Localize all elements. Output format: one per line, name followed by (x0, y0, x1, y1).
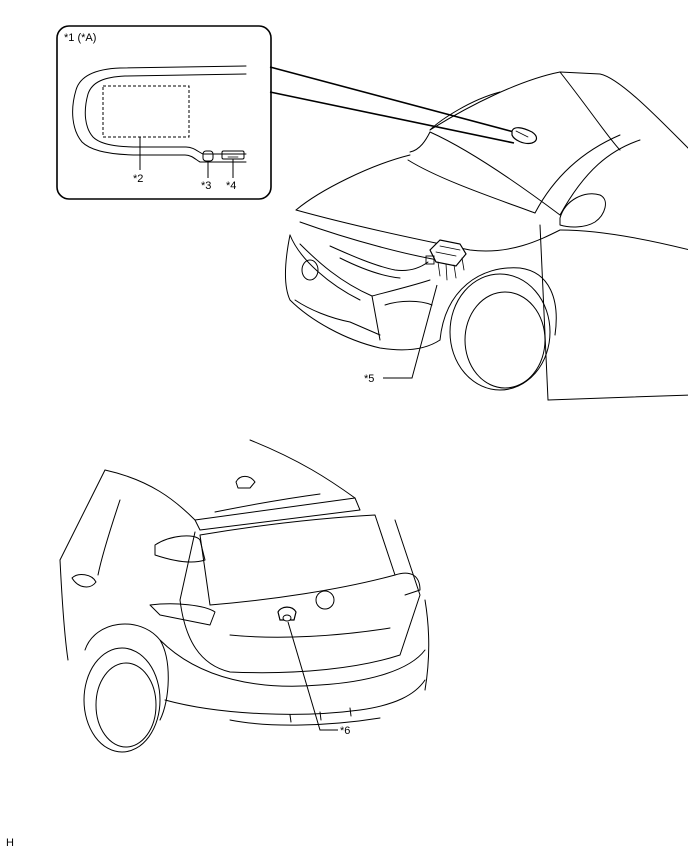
front-vehicle-illustration: *5 (284, 71, 688, 401)
rear-camera-component (277, 606, 297, 622)
rear-vehicle-illustration: *6 (59, 439, 430, 753)
callout-4: *4 (226, 180, 236, 192)
callout-3: *3 (201, 180, 211, 192)
inset-label: *1 (*A) (64, 32, 96, 44)
engine-room-component (425, 239, 467, 281)
callout-6: *6 (340, 725, 350, 737)
figure-code: H (6, 837, 14, 849)
callout-5: *5 (364, 373, 374, 385)
projection-lines (269, 66, 515, 144)
mirror-detail-inset: *1 (*A) *2 *3 *4 (56, 25, 272, 200)
display-area (102, 85, 190, 138)
callout-2: *2 (133, 173, 143, 185)
mirror-on-windshield (511, 127, 538, 145)
